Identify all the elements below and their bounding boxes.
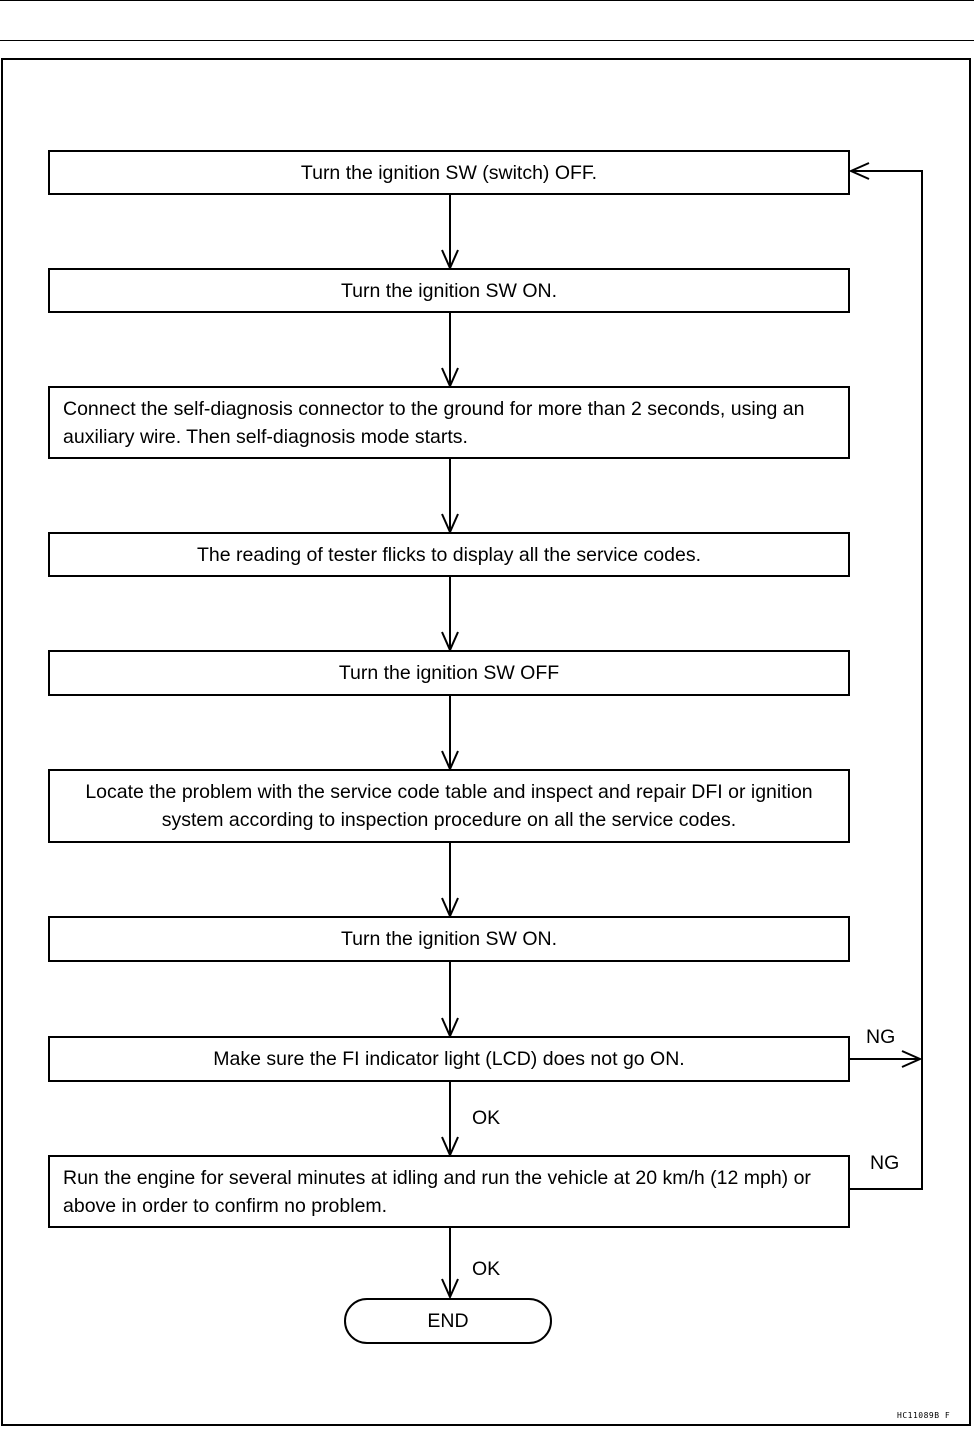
return-arrowhead <box>848 162 870 180</box>
step-check-fi-indicator: Make sure the FI indicator light (LCD) d… <box>48 1036 850 1082</box>
step-run-engine: Run the engine for several minutes at id… <box>48 1155 850 1228</box>
step-locate-problem: Locate the problem with the service code… <box>48 769 850 843</box>
end-terminal: END <box>344 1298 552 1344</box>
step-turn-ignition-off: Turn the ignition SW (switch) OFF. <box>48 150 850 195</box>
ng-label-check: NG <box>866 1026 896 1048</box>
step-connect-self-diagnosis: Connect the self-diagnosis connector to … <box>48 386 850 459</box>
header-rule <box>0 40 974 41</box>
ok-label-check: OK <box>472 1107 501 1129</box>
step-text: Make sure the FI indicator light (LCD) d… <box>213 1048 685 1070</box>
step-turn-ignition-off-2: Turn the ignition SW OFF <box>48 650 850 696</box>
end-label: END <box>427 1309 469 1332</box>
figure-code: HC11089B F <box>897 1411 951 1420</box>
step-text: Run the engine for several minutes at id… <box>63 1166 811 1217</box>
diagram-frame <box>1 58 971 1426</box>
step-turn-ignition-on-2: Turn the ignition SW ON. <box>48 916 850 962</box>
ng-arrowhead-check <box>901 1050 923 1068</box>
step-text: Turn the ignition SW ON. <box>340 279 558 302</box>
top-rule <box>0 0 974 1</box>
step-text: Turn the ignition SW (switch) OFF. <box>300 161 598 184</box>
ok-label-run: OK <box>472 1258 501 1280</box>
ng-label-run: NG <box>870 1152 900 1174</box>
step-text: Connect the self-diagnosis connector to … <box>63 397 805 448</box>
step-tester-reading: The reading of tester flicks to display … <box>48 532 850 577</box>
step-text: Turn the ignition SW OFF <box>338 662 560 684</box>
arrowhead-9-end <box>441 1278 459 1300</box>
step-text: Locate the problem with the service code… <box>85 781 813 831</box>
step-text: Turn the ignition SW ON. <box>340 928 558 950</box>
step-turn-ignition-on: Turn the ignition SW ON. <box>48 268 850 313</box>
ng-connector-run <box>850 170 923 1190</box>
step-text: The reading of tester flicks to display … <box>197 543 701 566</box>
